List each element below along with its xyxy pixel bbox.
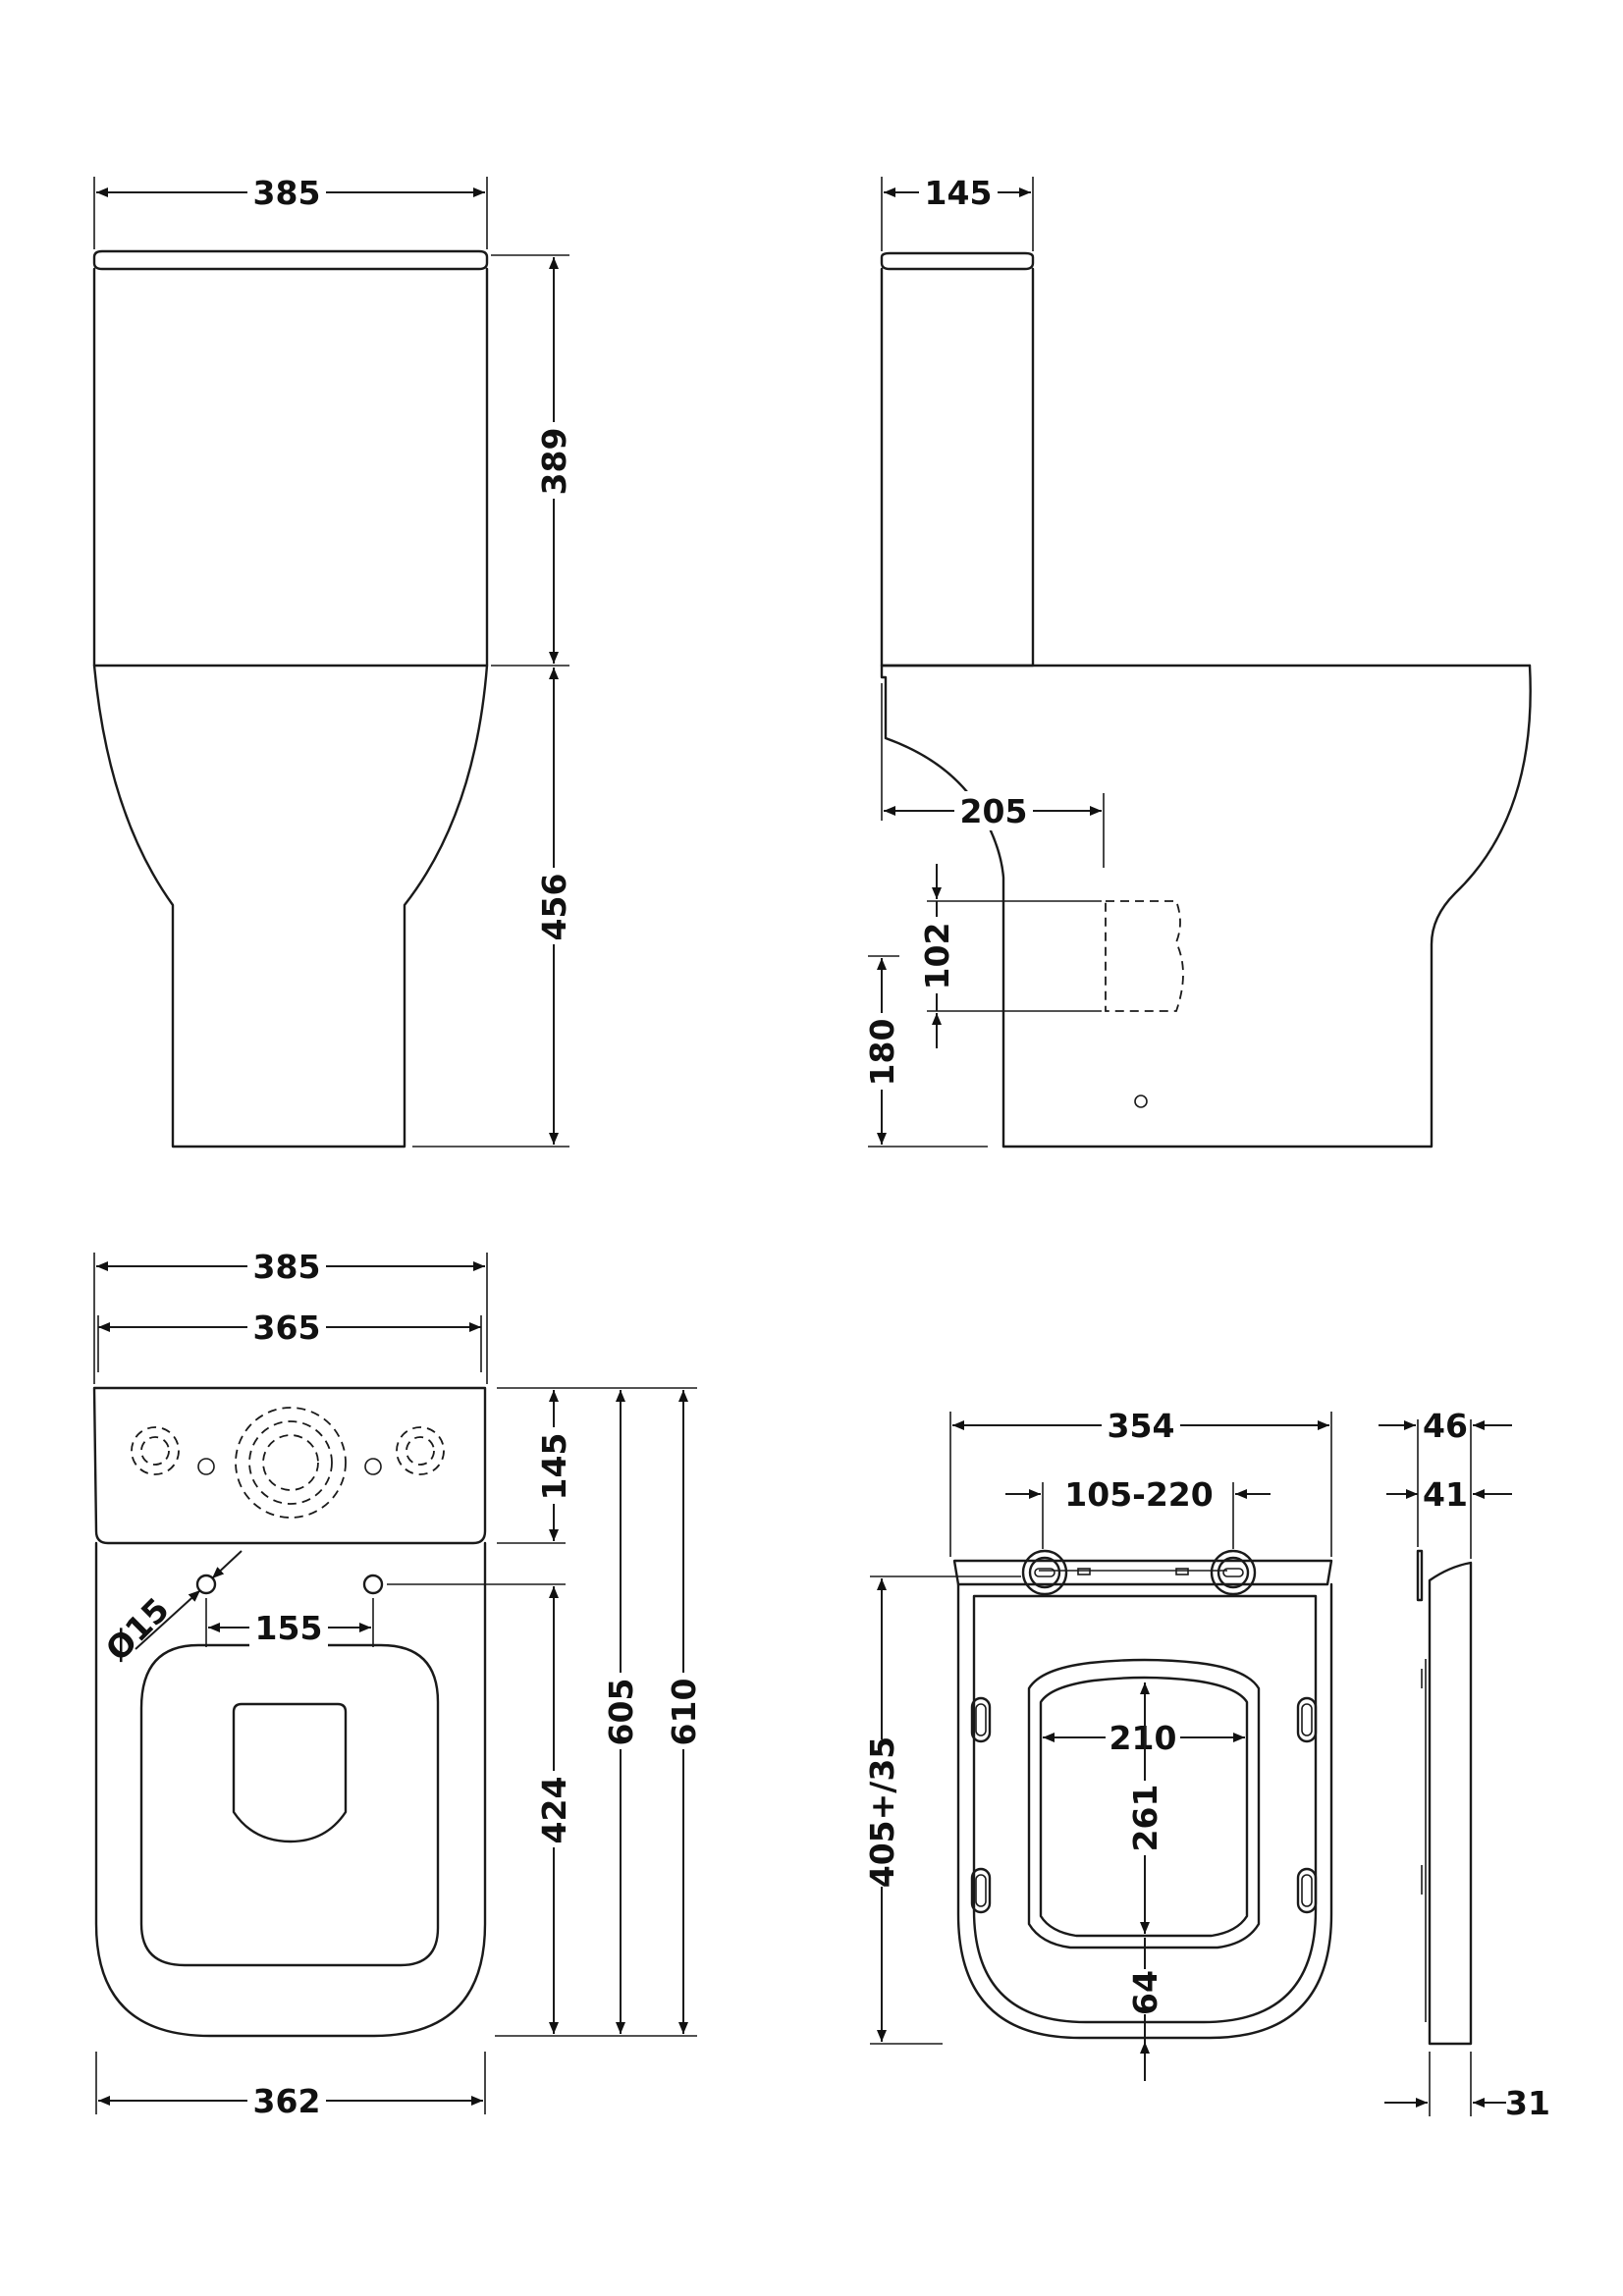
front-elevation-view: 385 389 456 — [92, 173, 573, 1148]
dim-hole-spacing-label: 155 — [255, 1609, 323, 1647]
dim-seat-width-label: 354 — [1108, 1407, 1175, 1445]
seat-side-view: 46 41 31 — [1379, 1407, 1550, 2122]
dim-plan-width-inner: 365 — [97, 1308, 482, 1372]
dim-plan-width-overall: 385 — [96, 1247, 485, 1286]
dim-plan-length-overall: 610 — [664, 1390, 703, 2034]
dim-outlet-height-label: 180 — [863, 1019, 901, 1087]
seat-plan-view: 354 105-220 210 261 64 — [862, 1406, 1333, 2081]
dim-pan-height-label: 456 — [535, 874, 573, 941]
dim-pan-height: 456 — [534, 667, 573, 1145]
dim-hinge-range-label: 105-220 — [1064, 1475, 1213, 1514]
dim-seat-thickness: 31 — [1384, 2084, 1550, 2122]
dim-cistern-depth: 145 — [884, 173, 1031, 212]
dim-seat-width: 354 — [952, 1406, 1329, 1445]
dim-lid-thickness-label: 41 — [1423, 1475, 1468, 1514]
dim-outlet-diameter: 102 — [917, 864, 956, 1048]
dim-opening-width-label: 210 — [1109, 1719, 1177, 1757]
dim-seat-length: 405+/35 — [862, 1578, 901, 2042]
plan-view: 385 365 145 Ø15 155 — [92, 1247, 703, 2120]
dim-lid-thickness: 41 — [1386, 1475, 1512, 1514]
dim-fixing-to-front: 424 — [534, 1586, 573, 2034]
dim-plan-cistern-depth-label: 145 — [535, 1433, 573, 1501]
dim-hole-spacing: 155 — [208, 1608, 371, 1647]
dim-hole-diameter-label: Ø15 — [98, 1590, 177, 1669]
dim-plan-base-width: 362 — [98, 2081, 483, 2120]
dim-front-width: 385 — [96, 173, 485, 212]
dim-plan-width-inner-label: 365 — [253, 1308, 321, 1347]
dim-cistern-height: 389 — [534, 257, 573, 664]
dim-cistern-depth-label: 145 — [925, 174, 993, 212]
dim-opening-length: 261 — [1125, 1682, 1164, 1934]
dim-hinge-range: 105-220 — [1005, 1475, 1271, 1514]
dim-fixing-to-front-label: 424 — [535, 1777, 573, 1844]
dim-seat-length-label: 405+/35 — [863, 1736, 901, 1889]
dim-seat-closed-thickness: 46 — [1379, 1407, 1512, 1445]
dim-plan-length-overall-label: 610 — [665, 1679, 703, 1746]
dim-front-rim-label: 64 — [1126, 1970, 1164, 2015]
dim-cistern-height-label: 389 — [535, 428, 573, 496]
dim-plan-width-overall-label: 385 — [253, 1248, 321, 1286]
dim-plan-length-inner-label: 605 — [602, 1679, 640, 1746]
dim-outlet-height: 180 — [862, 958, 901, 1145]
side-elevation-view: 145 205 102 180 — [862, 173, 1532, 1148]
dim-front-rim: 64 — [1125, 1938, 1164, 2081]
dim-plan-length-inner: 605 — [601, 1390, 640, 2034]
dim-opening-length-label: 261 — [1126, 1785, 1164, 1852]
dim-plan-cistern-depth: 145 — [534, 1390, 573, 1541]
dim-seat-closed-thickness-label: 46 — [1423, 1407, 1468, 1445]
dim-front-width-label: 385 — [253, 174, 321, 212]
dim-outlet-diameter-label: 102 — [918, 923, 956, 990]
dim-outlet-to-wall-label: 205 — [960, 792, 1028, 830]
dim-outlet-to-wall: 205 — [884, 791, 1102, 830]
dim-plan-base-width-label: 362 — [253, 2082, 321, 2120]
dim-seat-thickness-label: 31 — [1505, 2084, 1550, 2122]
